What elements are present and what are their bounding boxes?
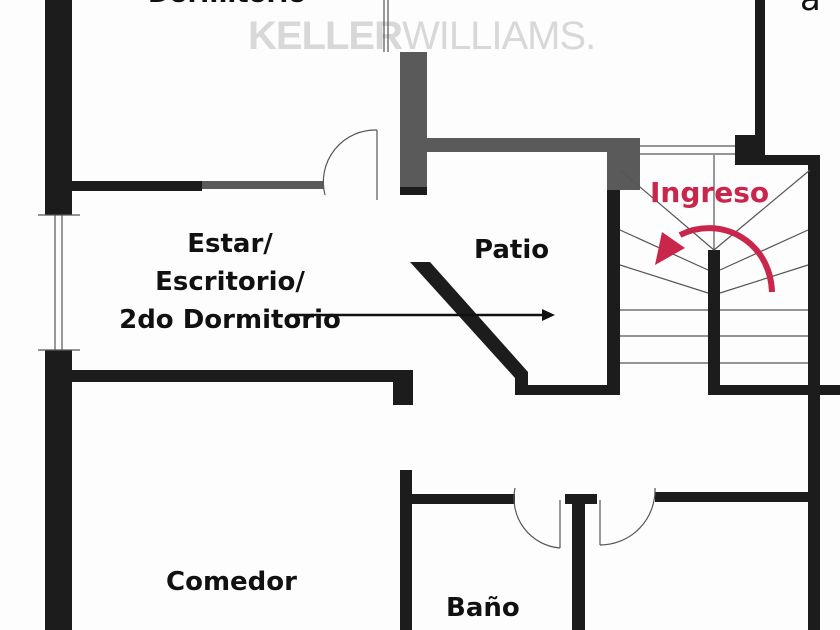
watermark-part-1: KELLER xyxy=(248,14,403,58)
pointer-arrow-icon xyxy=(290,309,555,321)
room-label-dormitorio: Dormitorio xyxy=(148,0,306,8)
estar-line-1: Estar/ xyxy=(187,229,273,259)
stairs xyxy=(619,155,811,364)
keller-williams-watermark: KELLERWILLIAMS. xyxy=(248,14,596,58)
entrance-label: Ingreso xyxy=(650,176,770,209)
room-label-comedor: Comedor xyxy=(166,567,297,597)
estar-line-2: Escritorio/ xyxy=(155,267,305,297)
room-label-bano: Baño xyxy=(446,593,520,623)
door-swings xyxy=(38,0,735,549)
estar-line-3: 2do Dormitorio xyxy=(119,305,341,335)
watermark-part-2: WILLIAMS. xyxy=(402,14,596,58)
walls xyxy=(45,0,840,630)
room-label-estar: Estar/ Escritorio/ 2do Dormitorio xyxy=(100,225,360,339)
grey-walls xyxy=(202,52,640,190)
room-label-patio: Patio xyxy=(474,235,550,265)
room-label-partial: a xyxy=(800,0,821,18)
entrance-arrow-icon xyxy=(655,225,775,293)
